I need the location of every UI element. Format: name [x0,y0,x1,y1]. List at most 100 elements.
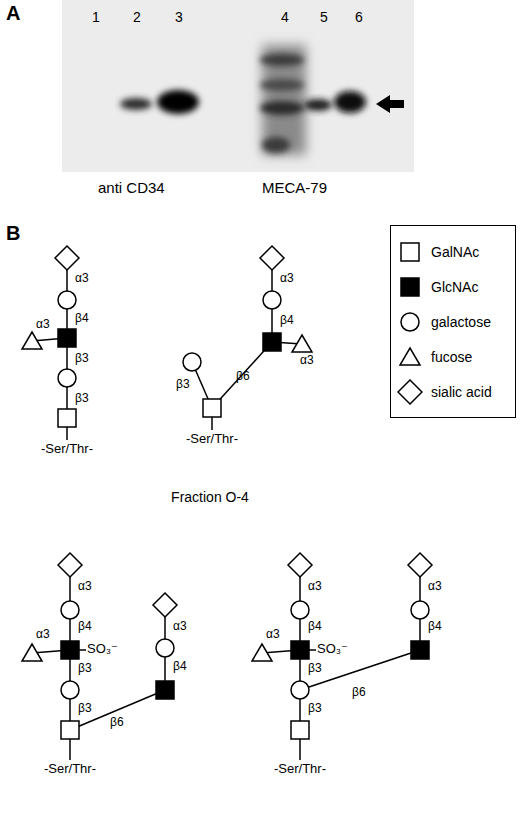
legend-text: galactose [431,314,491,330]
sialic-acid-symbol [58,553,82,577]
galnac-symbol [58,409,76,427]
lane-number: 4 [281,10,289,25]
panel-letter: A [6,2,20,24]
sialic-acid-symbol [55,246,79,270]
legend-entry: fucose [397,339,509,374]
blot-band [260,79,304,91]
peptide-label: -Ser/Thr- [41,442,93,456]
lane-number: 5 [320,10,328,25]
legend-entry: sialic acid [397,374,509,409]
blot-band [262,137,290,153]
legend-text: sialic acid [431,384,492,400]
glcnac-symbol [291,641,309,659]
legend-symbol [397,274,423,300]
glcnac-symbol [61,641,79,659]
linkage-label: α3 [75,272,89,285]
antibody-label: MECA-79 [262,180,327,197]
glycan-structure [22,553,177,760]
lane-number: 2 [133,10,141,25]
fraction-label: Fraction O-4 [171,490,249,505]
linkage-label: α3 [300,354,314,367]
blot-membrane [62,0,414,172]
linkage-label: α3 [36,628,50,641]
legend-shape [401,243,419,261]
blot-band [334,91,366,113]
linkage-label: β6 [352,686,366,699]
blot-band [260,54,304,66]
sulfate-label: SO₃⁻ [317,642,348,656]
galnac-symbol [61,721,79,739]
glcnac-symbol [156,681,174,699]
legend-symbol [397,379,423,405]
linkage-label: β3 [176,378,190,391]
galactose-symbol [291,601,309,619]
fucose-symbol [252,644,272,661]
legend-box: GalNAcGlcNAc galactose fucose sialic acid [390,225,516,418]
galactose-symbol [58,291,76,309]
glycosidic-bond [212,342,272,408]
legend-text: GlcNAc [431,279,478,295]
blot-band [120,98,152,110]
legend-text: fucose [431,349,472,365]
linkage-label: α3 [36,318,50,331]
western-blot [62,0,414,172]
fucose-symbol [22,332,42,349]
glycan-structure [183,246,312,430]
linkage-label: β3 [78,702,92,715]
sialic-acid-symbol [288,553,312,577]
linkage-label: β4 [280,314,294,327]
legend-shape [401,313,419,331]
legend-entry: GlcNAc [397,269,509,304]
galnac-symbol [291,721,309,739]
linkage-label: β3 [308,702,322,715]
galactose-symbol [411,601,429,619]
legend-symbol [397,239,423,265]
linkage-label: α3 [173,620,187,633]
legend-entry: GalNAc [397,234,509,269]
galactose-symbol [156,639,174,657]
linkage-label: β3 [75,352,89,365]
linkage-label: β3 [78,662,92,675]
linkage-label: β4 [428,620,442,633]
fucose-symbol [22,644,42,661]
galnac-symbol [203,399,221,417]
galactose-symbol [263,291,281,309]
sulfate-label: SO₃⁻ [87,642,118,656]
galactose-symbol [61,601,79,619]
linkage-label: α3 [280,272,294,285]
linkage-label: β6 [110,716,124,729]
peptide-label: -Ser/Thr- [186,432,238,446]
glcnac-symbol [263,333,281,351]
linkage-label: α3 [428,580,442,593]
fucose-symbol [292,335,312,352]
linkage-label: β6 [236,370,250,383]
blot-band [157,90,199,114]
blot-band [260,101,304,115]
peptide-label: -Ser/Thr- [274,762,326,776]
legend-entry: galactose [397,304,509,339]
linkage-label: β4 [173,660,187,673]
antibody-label: anti CD34 [98,180,165,197]
linkage-label: α3 [78,580,92,593]
lane-number: 3 [175,10,183,25]
linkage-label: β4 [78,620,92,633]
legend-symbol [397,344,423,370]
sialic-acid-symbol [260,246,284,270]
linkage-label: α3 [266,628,280,641]
legend-text: GalNAc [431,244,479,260]
galactose-symbol [61,681,79,699]
lane-number: 1 [92,10,100,25]
band-arrow [376,95,404,113]
sialic-acid-symbol [153,593,177,617]
glycan-structure [252,553,432,760]
legend-symbol [397,309,423,335]
glycan-structure [22,246,79,440]
galactose-symbol [58,369,76,387]
lane-number: 6 [355,10,363,25]
linkage-label: α3 [308,580,322,593]
linkage-label: β3 [308,662,322,675]
glcnac-symbol [411,641,429,659]
legend-shape [401,278,419,296]
linkage-label: β3 [75,392,89,405]
